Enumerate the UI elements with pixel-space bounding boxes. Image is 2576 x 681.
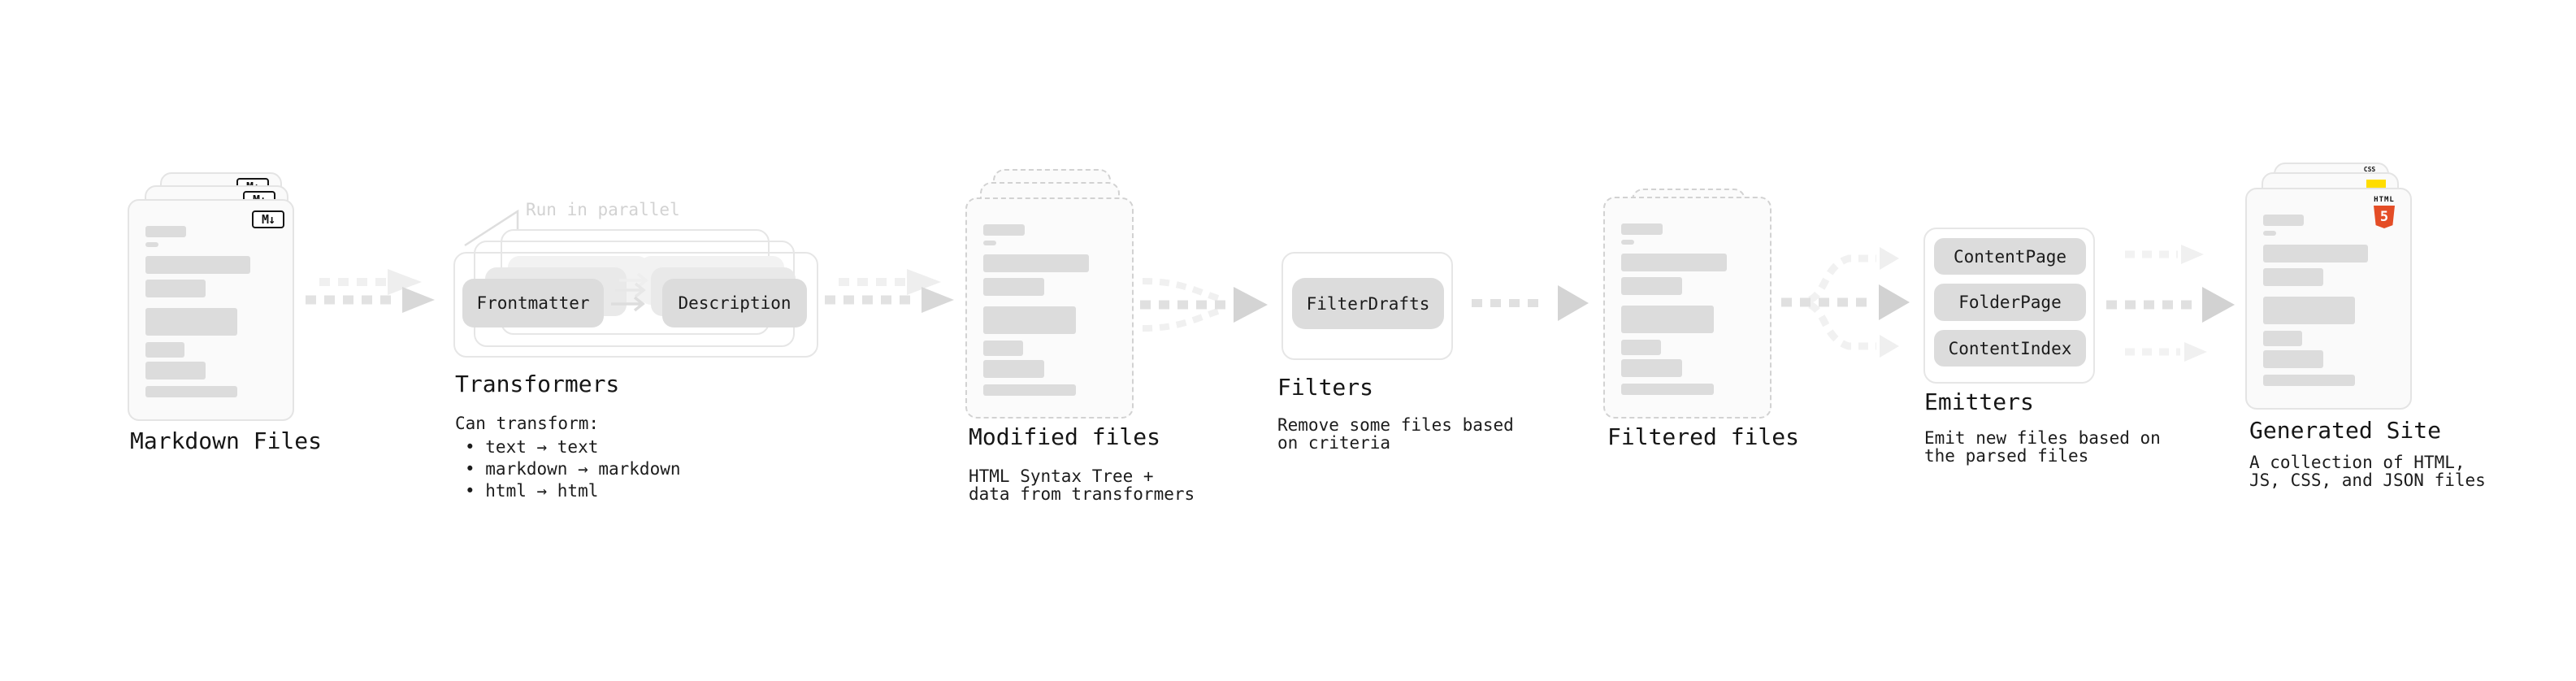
arrow-emitters-to-generated [2106,245,2235,362]
doc-line [1621,223,1663,235]
doc-line [145,308,237,336]
doc-line [145,342,185,358]
doc-line [983,306,1077,334]
html5-icon-word: HTML [2374,196,2395,204]
desc-line: Remove some files based [1277,415,1514,435]
doc-placeholder-lines [145,226,276,397]
doc-line [1621,306,1715,333]
frontmatter-pill: Frontmatter [462,279,604,327]
html5-icon: HTML 5 [2368,196,2400,228]
run-in-parallel-annotation: Run in parallel [526,200,680,219]
doc-line [983,278,1044,296]
desc-line: A collection of HTML, [2249,453,2465,472]
doc-line [2263,350,2324,368]
doc-line [983,384,1077,396]
generated-file-card-html: HTML 5 [2245,188,2412,410]
markdown-files-title: Markdown Files [130,427,323,454]
css-icon-label: CSS [2363,166,2376,173]
markdown-file-card-front: M↓ [128,199,294,421]
html5-icon-shield: 5 [2374,206,2395,228]
arrow-filtered-to-emitters [1781,247,1910,358]
arrow-transformers-to-modified [825,269,954,313]
modified-files-desc: HTML Syntax Tree + data from transformer… [969,467,1195,503]
desc-line: HTML Syntax Tree + [969,466,1154,486]
doc-line [983,254,1090,272]
doc-line [2263,231,2277,236]
generated-site-desc: A collection of HTML, JS, CSS, and JSON … [2249,453,2486,489]
doc-line [2263,375,2355,386]
transformers-title: Transformers [455,371,620,397]
annotation-leader-line [464,209,519,247]
contentindex-pill: ContentIndex [1934,330,2086,367]
transformers-box-front [453,252,818,358]
arrow-modified-to-filters [1140,278,1268,332]
desc-line: on criteria [1277,433,1391,453]
doc-line [145,256,250,274]
filtered-files-title: Filtered files [1607,423,1800,450]
doc-line [1621,359,1682,377]
bullet-item: • html → html [465,481,599,501]
bullet-item: • text → text [465,437,599,457]
doc-line [145,280,206,297]
doc-line [983,360,1044,378]
doc-line [145,386,237,397]
filtered-file-card-front [1603,197,1772,419]
desc-line: the parsed files [1924,446,2089,466]
arrow-filters-to-filtered [1472,285,1589,321]
doc-line [983,241,997,245]
doc-line [1621,240,1635,245]
desc-line: JS, CSS, and JSON files [2249,471,2486,490]
bullet-item: • markdown → markdown [465,459,681,479]
filters-title: Filters [1277,374,1374,401]
desc-line: data from transformers [969,484,1195,504]
filterdrafts-pill: FilterDrafts [1292,278,1444,329]
doc-line [1621,340,1661,355]
emitters-title: Emitters [1924,388,2034,415]
doc-line [1621,254,1728,271]
doc-line [2263,297,2355,324]
doc-line [983,340,1023,356]
emitters-desc: Emit new files based on the parsed files [1924,429,2161,465]
doc-placeholder-lines [2263,215,2394,386]
doc-line [2263,268,2324,286]
doc-placeholder-lines [1621,223,1754,395]
doc-line [983,224,1025,236]
transformers-desc-heading: Can transform: [455,414,600,433]
doc-line [145,242,159,247]
doc-line [2263,331,2303,346]
generated-site-title: Generated Site [2249,417,2442,444]
doc-line [145,362,206,380]
modified-file-card-front [965,197,1134,419]
markdown-icon: M↓ [252,210,284,228]
arrow-markdown-to-transformers [306,269,435,313]
contentpage-pill: ContentPage [1934,238,2086,275]
folderpage-pill: FolderPage [1934,284,2086,321]
desc-line: Emit new files based on [1924,428,2161,448]
transformers-bullet-list: • text → text • markdown → markdown • ht… [465,436,681,502]
doc-line [2263,215,2304,226]
modified-files-title: Modified files [969,423,1161,450]
parallel-arrows-icon [611,272,648,312]
doc-placeholder-lines [983,224,1116,396]
doc-line [145,226,186,237]
description-pill: Description [662,279,807,327]
doc-line [1621,384,1715,395]
html5-icon-five: 5 [2379,209,2389,225]
doc-line [1621,277,1682,295]
doc-line [2263,245,2368,262]
filters-desc: Remove some files based on criteria [1277,416,1514,452]
